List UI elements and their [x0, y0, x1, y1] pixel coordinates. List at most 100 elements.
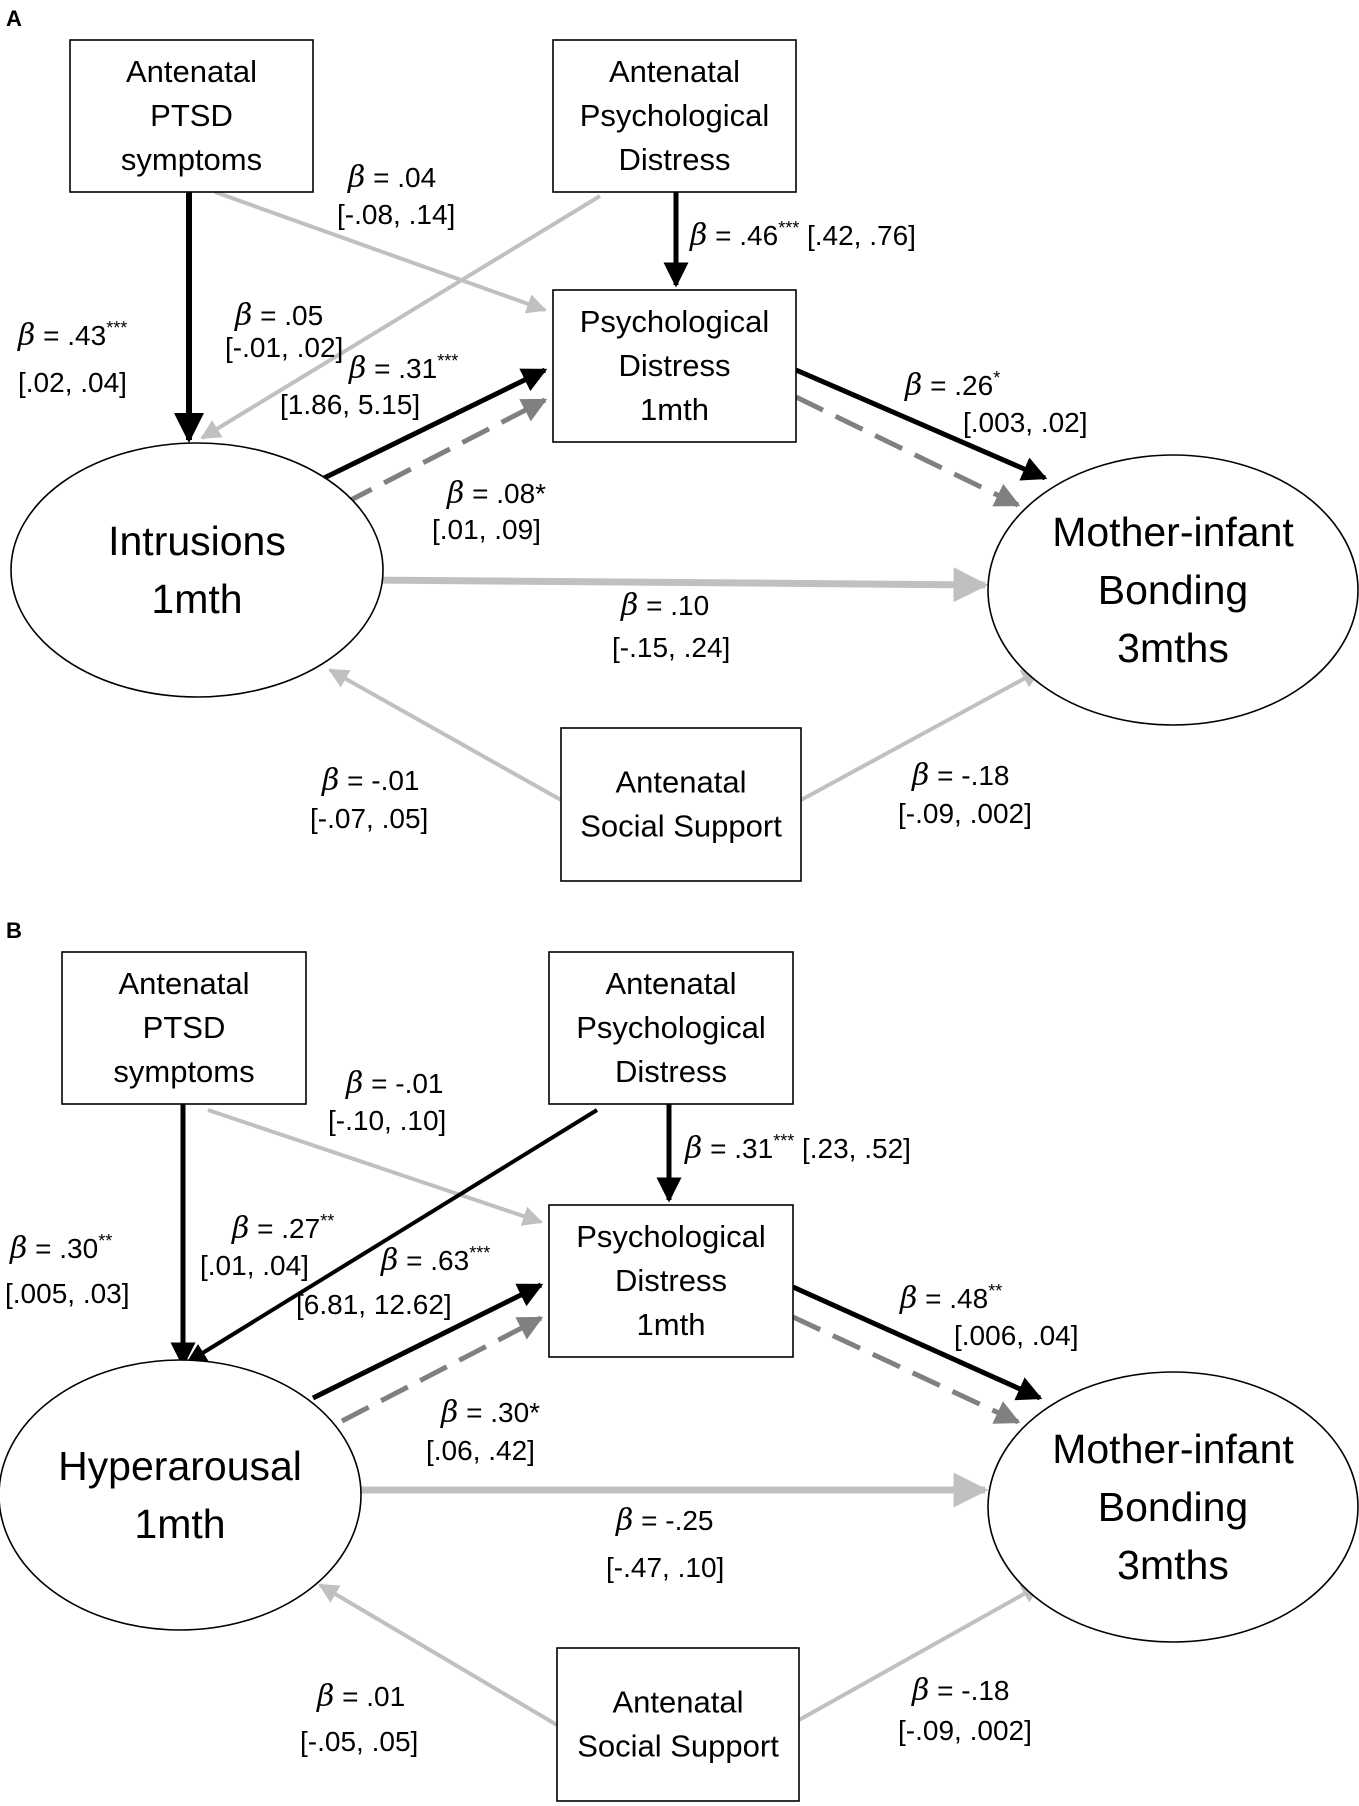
path-label-pd1-bond: β = .26*[.003, .02] — [904, 368, 1088, 438]
ci-text: [-.01, .02] — [225, 332, 343, 363]
beta-text: β = .63*** — [380, 1243, 490, 1278]
node-ellipse — [0, 1359, 362, 1631]
arrow-pred-pd1 — [318, 367, 548, 483]
arrow-pred-bond — [372, 567, 989, 603]
ci-text: [.006, .04] — [954, 1320, 1079, 1351]
path-label-indirect: β = .08*[.01, .09] — [432, 476, 546, 545]
node-label-line: Antenatal — [126, 54, 257, 89]
node-label-line: Social Support — [577, 1729, 779, 1764]
node-box — [548, 1204, 794, 1358]
node-ellipse — [987, 1371, 1359, 1643]
arrow-ptsd-pd1 — [207, 1108, 543, 1226]
node-label-line: 3mths — [1117, 625, 1229, 671]
node-label-line: Bonding — [1098, 567, 1248, 613]
node-ellipse — [987, 454, 1359, 726]
node-box — [69, 39, 314, 193]
node-label-line: Antenatal — [119, 966, 250, 1001]
node-label-line: Psychological — [576, 1219, 766, 1254]
path-label-indirect: β = .30* [.06, .42] — [426, 1395, 540, 1466]
arrow-soc-pred — [318, 1583, 559, 1727]
node-label-line: Psychological — [580, 98, 770, 133]
node-label-line: Antenatal — [616, 765, 747, 800]
arrow-pd1-bond — [791, 1284, 1043, 1401]
arrow-soc-bond — [800, 668, 1042, 802]
beta-text: β = .48** — [899, 1281, 1002, 1316]
node-label-line: 1mth — [134, 1501, 225, 1547]
path-label-soc-pred: β = .01[-.05, .05] — [300, 1679, 418, 1757]
panel-a: AAntenatalPTSDsymptomsAntenatalPsycholog… — [6, 6, 1359, 882]
ci-text: [-.15, .24] — [612, 632, 730, 663]
node-label-line: Distress — [619, 348, 731, 383]
node-label-line: Social Support — [580, 809, 782, 844]
node-label-line: Antenatal — [613, 1685, 744, 1720]
beta-text: β = .31*** [.23, .52] — [684, 1131, 911, 1166]
node-label-line: Mother-infant — [1052, 1426, 1294, 1472]
ci-text: [-.10, .10] — [328, 1105, 446, 1136]
node-label-line: symptoms — [121, 142, 262, 177]
arrow-pd1-bond — [795, 367, 1048, 481]
arrow-ptsd-pd1 — [214, 190, 547, 314]
node-label-line: Psychological — [576, 1010, 766, 1045]
node-label-line: PTSD — [143, 1010, 226, 1045]
path-label-soc-bond: β = -.18[-.09, .002] — [898, 758, 1032, 829]
node-label-line: Psychological — [580, 304, 770, 339]
beta-text: β = .30* — [440, 1395, 540, 1430]
beta-text: β = .05 — [234, 298, 323, 333]
arrow-apd-pred — [186, 1108, 599, 1364]
path-label-pred-pd1: β = .63***[6.81, 12.62] — [296, 1243, 490, 1320]
node-label-line: Intrusions — [108, 518, 286, 564]
arrow-ind2 — [794, 394, 1021, 508]
node-ellipse — [10, 442, 384, 698]
node-label-line: PTSD — [150, 98, 233, 133]
node-label-line: 1mth — [640, 392, 709, 427]
ci-text: [-.07, .05] — [310, 803, 428, 834]
ci-text: [-.08, .14] — [337, 199, 455, 230]
arrow-ind1 — [340, 1315, 544, 1424]
node-label-line: Distress — [615, 1054, 727, 1089]
beta-text: β = .30** — [9, 1231, 112, 1266]
path-label-ptsd-pd1: β = .04 [-.08, .14] — [337, 160, 455, 230]
beta-text: β = -.25 — [615, 1503, 714, 1538]
node-box — [552, 39, 797, 193]
node-label-line: 3mths — [1117, 1542, 1229, 1588]
ci-text: [.01, .04] — [200, 1250, 309, 1281]
ci-text: [.003, .02] — [963, 407, 1088, 438]
path-label-apd-pd1: β = .46*** [.42, .76] — [689, 218, 916, 253]
ci-text: [1.86, 5.15] — [280, 389, 420, 420]
beta-text: β = -.18 — [911, 1673, 1010, 1708]
node-label-line: Distress — [615, 1263, 727, 1298]
beta-text: β = -.18 — [911, 758, 1010, 793]
node-pred: Hyperarousal 1mth — [0, 1359, 362, 1631]
path-label-apd-pred: β = .27**[.01, .04] — [200, 1211, 334, 1281]
node-box — [61, 951, 307, 1105]
beta-text: β = .04 — [347, 160, 436, 195]
node-label-line: 1mth — [637, 1307, 706, 1342]
node-label-line: Antenatal — [606, 966, 737, 1001]
beta-text: β = -.01 — [345, 1066, 444, 1101]
ci-text: [-.09, .002] — [898, 1715, 1032, 1746]
arrow-pred-pd1 — [311, 1282, 544, 1401]
path-label-soc-pred: β = -.01 [-.07, .05] — [310, 763, 428, 834]
node-box — [552, 289, 797, 443]
ci-text: [.01, .09] — [432, 514, 541, 545]
path-label-ptsd-pred: β = .43***[.02, .04] — [17, 318, 127, 398]
node-label-line: Antenatal — [609, 54, 740, 89]
beta-text: β = -.01 — [321, 763, 420, 798]
path-label-pred-bond: β = -.25[-.47, .10] — [606, 1503, 724, 1583]
node-label-line: Bonding — [1098, 1484, 1248, 1530]
ci-text: [.02, .04] — [18, 367, 127, 398]
node-label-line: 1mth — [151, 576, 242, 622]
path-label-apd-pred: β = .05[-.01, .02] — [225, 298, 343, 363]
beta-text: β = .31*** — [348, 351, 458, 386]
path-label-pd1-bond: β = .48** [.006, .04] — [899, 1281, 1079, 1351]
ci-text: [.06, .42] — [426, 1435, 535, 1466]
node-label-line: Hyperarousal — [58, 1443, 302, 1489]
